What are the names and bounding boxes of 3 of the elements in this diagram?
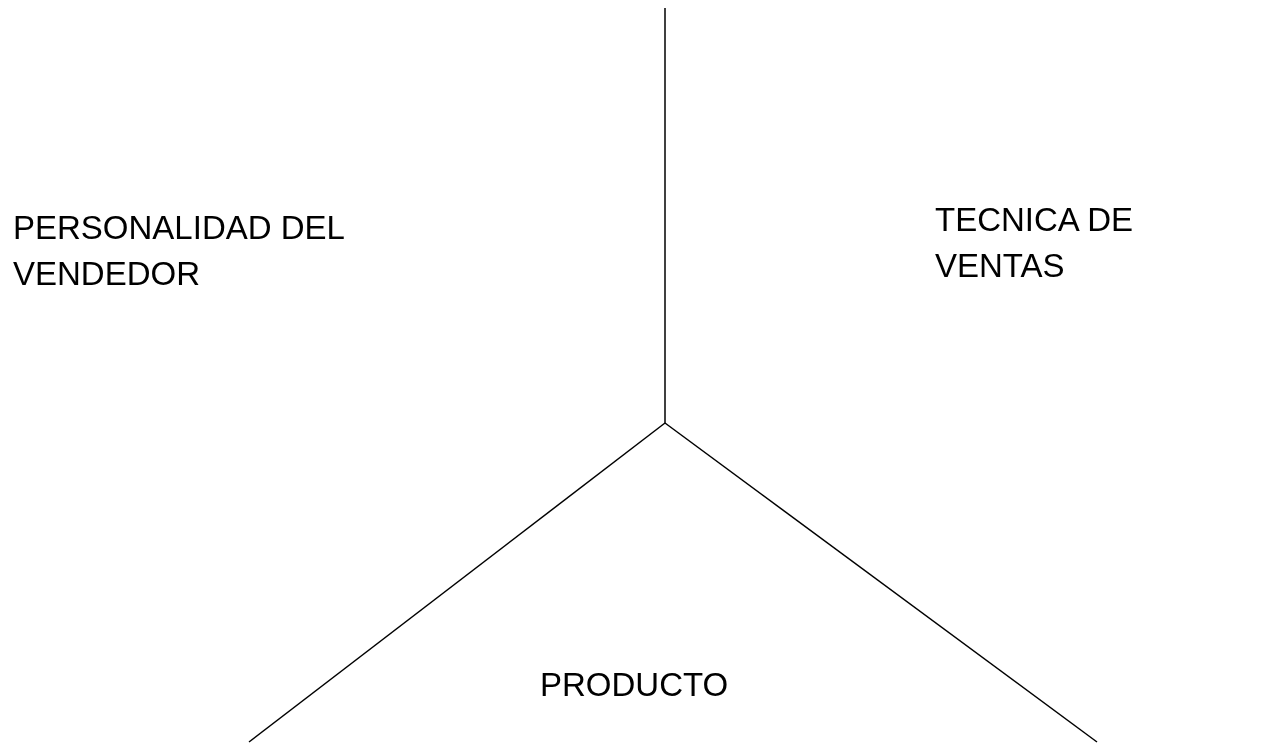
region-label: PRODUCTO — [540, 665, 729, 705]
region-label: TECNICA DE VENTAS — [935, 200, 1135, 286]
region-label: PERSONALIDAD DEL VENDEDOR — [13, 208, 345, 294]
